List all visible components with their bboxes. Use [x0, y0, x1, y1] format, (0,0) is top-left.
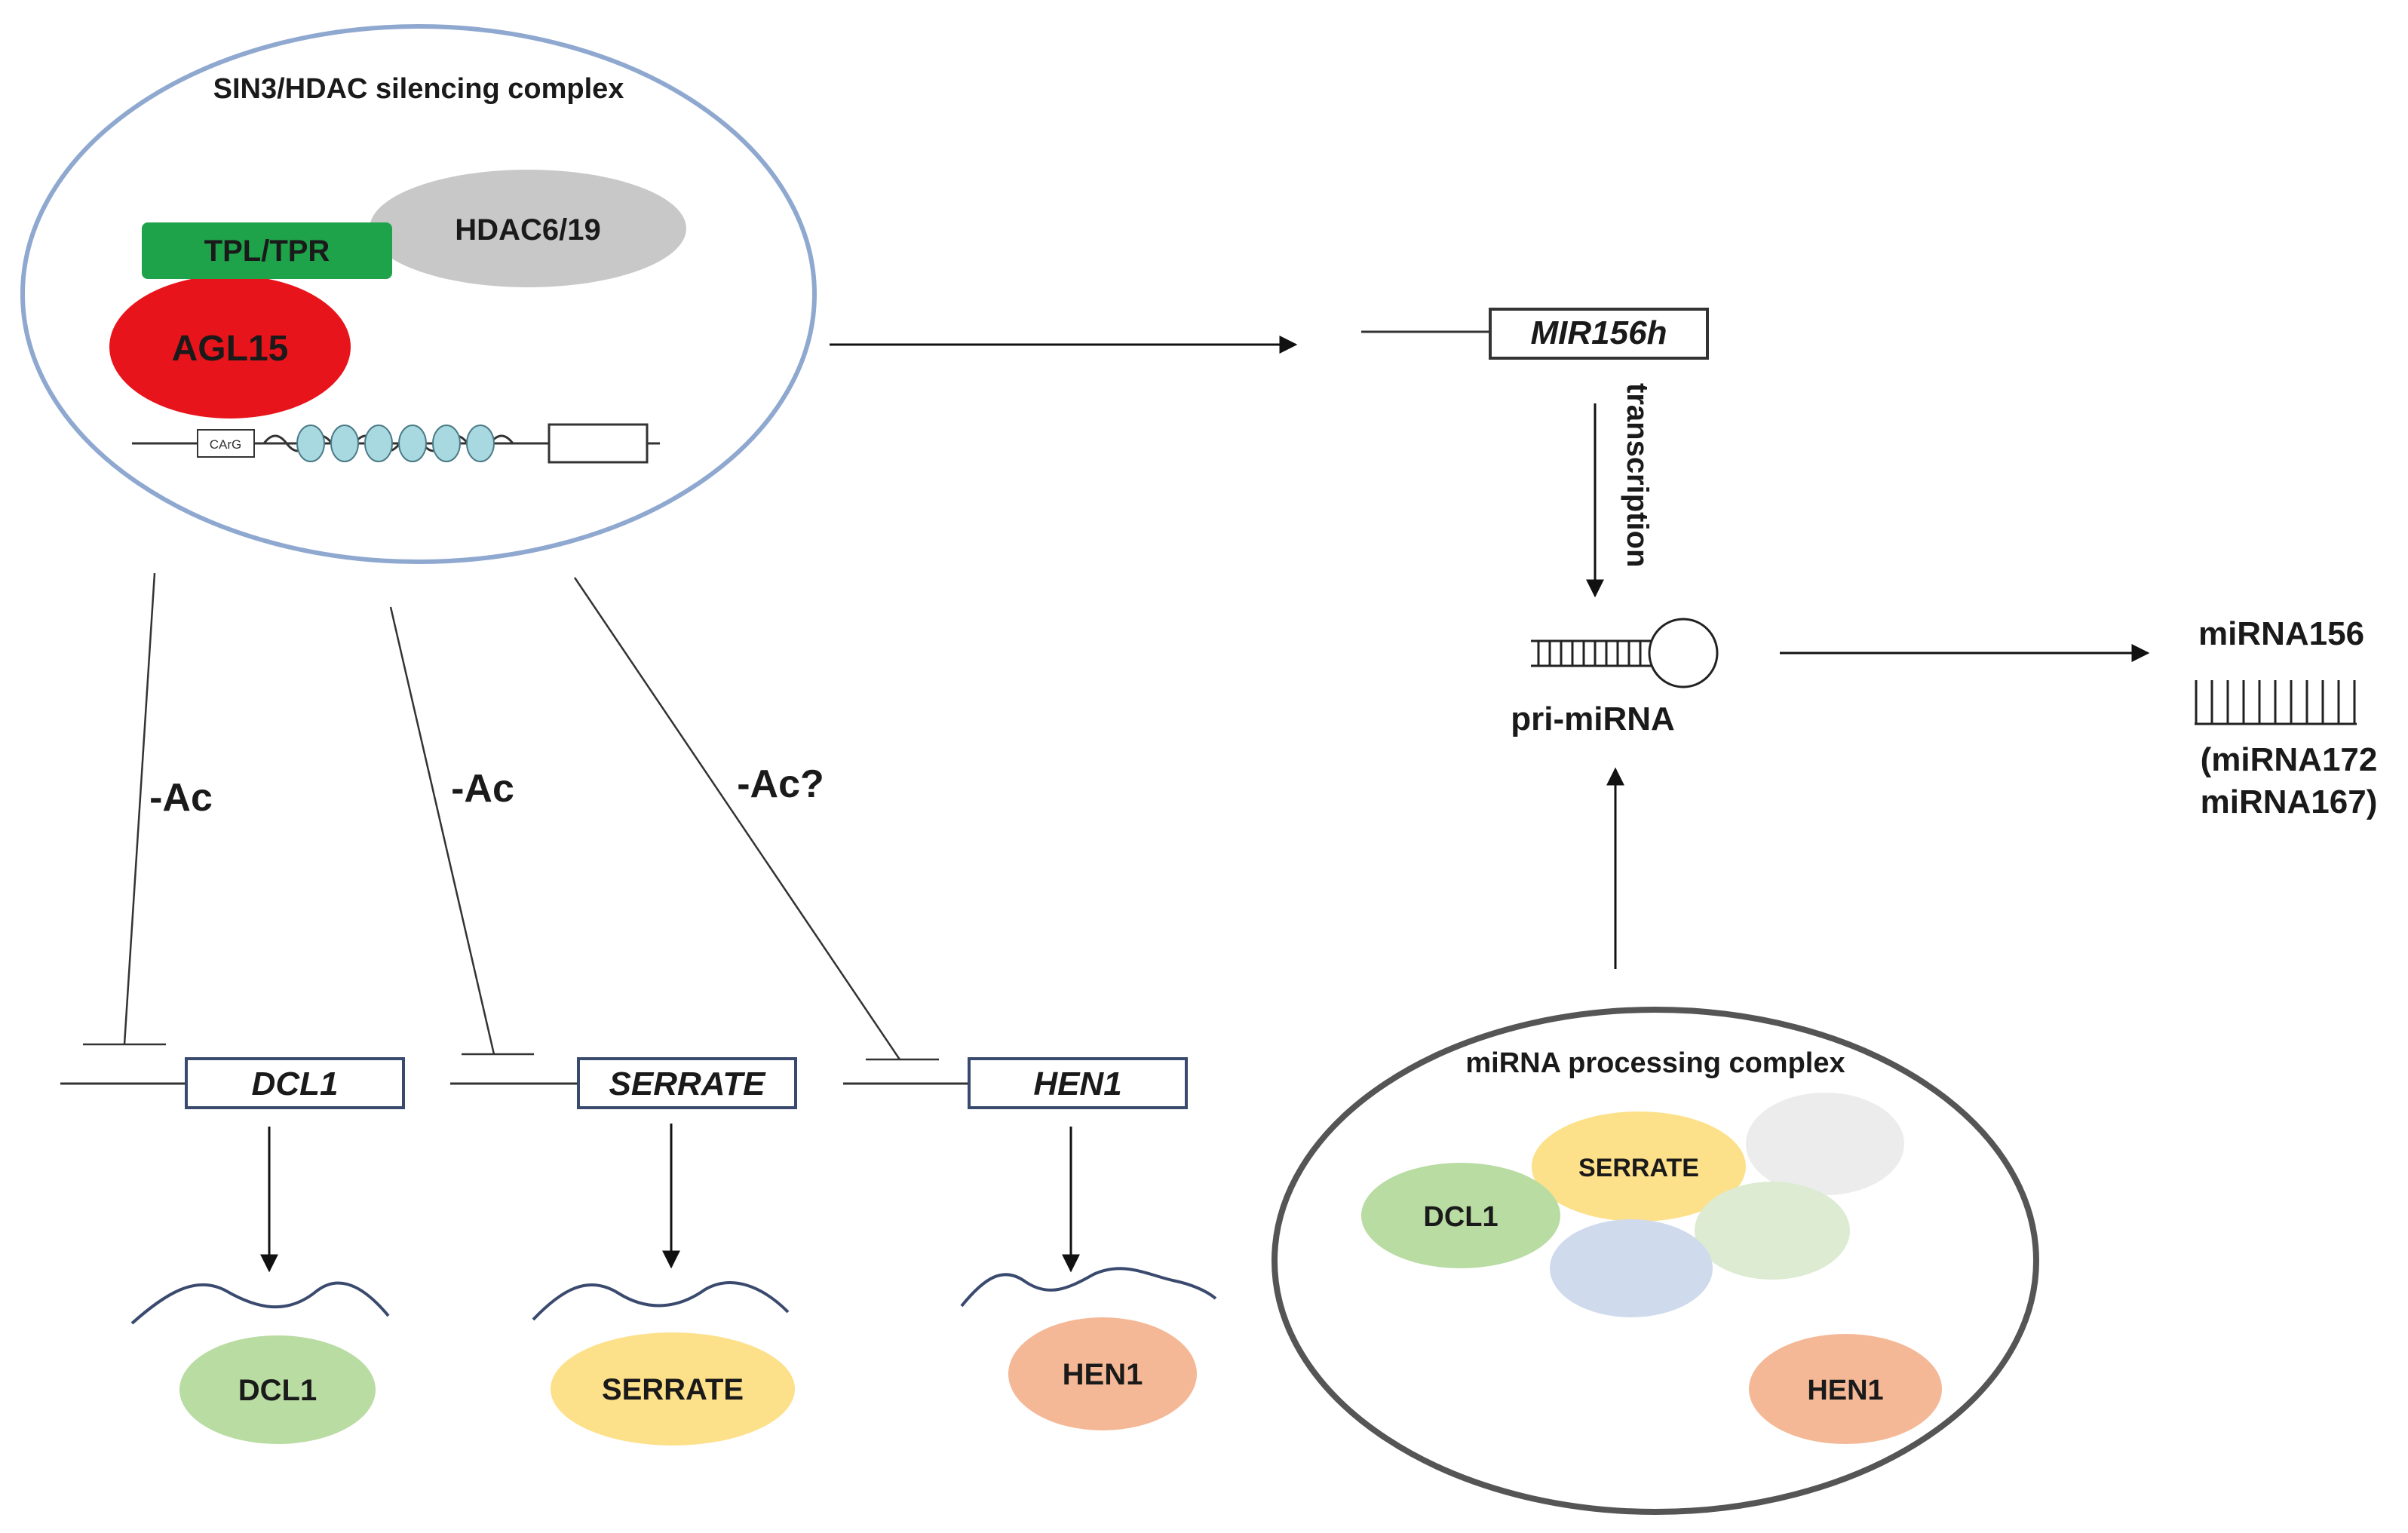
mir156h-gene: MIR156h [1361, 308, 1709, 360]
gene-serrate-box [577, 1057, 797, 1109]
repression-dcl1-label: -Ac [149, 776, 213, 820]
processing-complex: miRNA processing complex SERRATE DCL1 HE… [1271, 1007, 2039, 1515]
gene-dcl1: DCL1 [60, 1057, 405, 1109]
hen1-mrna [960, 1267, 1217, 1308]
dcl1-mrna [130, 1281, 390, 1325]
gene-hen1: HEN1 [843, 1057, 1188, 1109]
tpl-protein [142, 222, 392, 279]
silencing-complex: SIN3/HDAC silencing complex HDAC6/19 AGL… [20, 24, 817, 564]
chromatin-dna: CArG [132, 423, 660, 464]
silencing-complex-title: SIN3/HDAC silencing complex [213, 73, 624, 105]
transcription-label: transcription [1621, 383, 1654, 567]
protein-dcl1-label: DCL1 [238, 1374, 317, 1407]
agl15-label: AGL15 [172, 329, 289, 369]
serrate-mrna [532, 1281, 790, 1321]
processing-grey-protein [1746, 1093, 1904, 1195]
gene-dcl1-box [185, 1057, 405, 1109]
repression-serrate-label: -Ac [451, 767, 514, 811]
gene-dcl1-label: DCL1 [252, 1065, 339, 1102]
nucleosome [296, 425, 325, 462]
protein-serrate-label: SERRATE [602, 1373, 744, 1406]
silencing-complex-boundary [20, 24, 817, 564]
mir156h-gene-box [1489, 308, 1709, 360]
nucleosome [466, 425, 495, 462]
mature-mirna-strand [2195, 680, 2357, 725]
processing-dcl1 [1361, 1163, 1560, 1268]
mir156h-label: MIR156h [1531, 314, 1667, 351]
processing-serrate [1532, 1111, 1746, 1222]
nucleosome [398, 425, 427, 462]
processing-hen1 [1749, 1334, 1942, 1444]
mirna156-label: miRNA156 [2198, 615, 2364, 652]
pri-mirna-label: pri-miRNA [1511, 701, 1675, 737]
hdac-label: HDAC6/19 [455, 213, 600, 247]
nucleosome [330, 425, 359, 462]
gene-hen1-box [968, 1057, 1188, 1109]
processing-blue-protein [1550, 1219, 1713, 1317]
gene-serrate: SERRATE [450, 1057, 797, 1109]
protein-hen1 [1008, 1317, 1197, 1430]
processing-hen1-label: HEN1 [1807, 1375, 1883, 1406]
protein-serrate [551, 1332, 795, 1446]
nucleosomes [296, 425, 495, 462]
carg-box [197, 429, 255, 458]
agl15-protein [109, 275, 351, 419]
target-gene-box [548, 423, 649, 464]
nucleosome [364, 425, 393, 462]
other-mirna-line1: (miRNA172 [2201, 741, 2378, 778]
gene-serrate-label: SERRATE [609, 1065, 767, 1102]
other-mirna-line2: miRNA167) [2201, 783, 2378, 820]
processing-complex-title: miRNA processing complex [1465, 1047, 1845, 1079]
processing-dcl1-label: DCL1 [1423, 1201, 1498, 1233]
processing-serrate-label: SERRATE [1578, 1154, 1699, 1182]
repression-hen1 [573, 577, 939, 1061]
gene-hen1-label: HEN1 [1033, 1065, 1121, 1102]
tpl-label: TPL/TPR [204, 235, 330, 268]
pri-mirna-hairpin [1531, 618, 1719, 688]
protein-dcl1 [179, 1335, 376, 1444]
repression-hen1-label: -Ac? [737, 762, 824, 806]
processing-lightgreen-protein [1695, 1182, 1850, 1280]
protein-hen1-label: HEN1 [1063, 1358, 1143, 1391]
repression-serrate [389, 606, 534, 1056]
carg-label: CArG [210, 437, 242, 452]
repression-dcl1 [83, 572, 166, 1046]
nucleosome [432, 425, 461, 462]
hdac-protein [370, 170, 686, 287]
